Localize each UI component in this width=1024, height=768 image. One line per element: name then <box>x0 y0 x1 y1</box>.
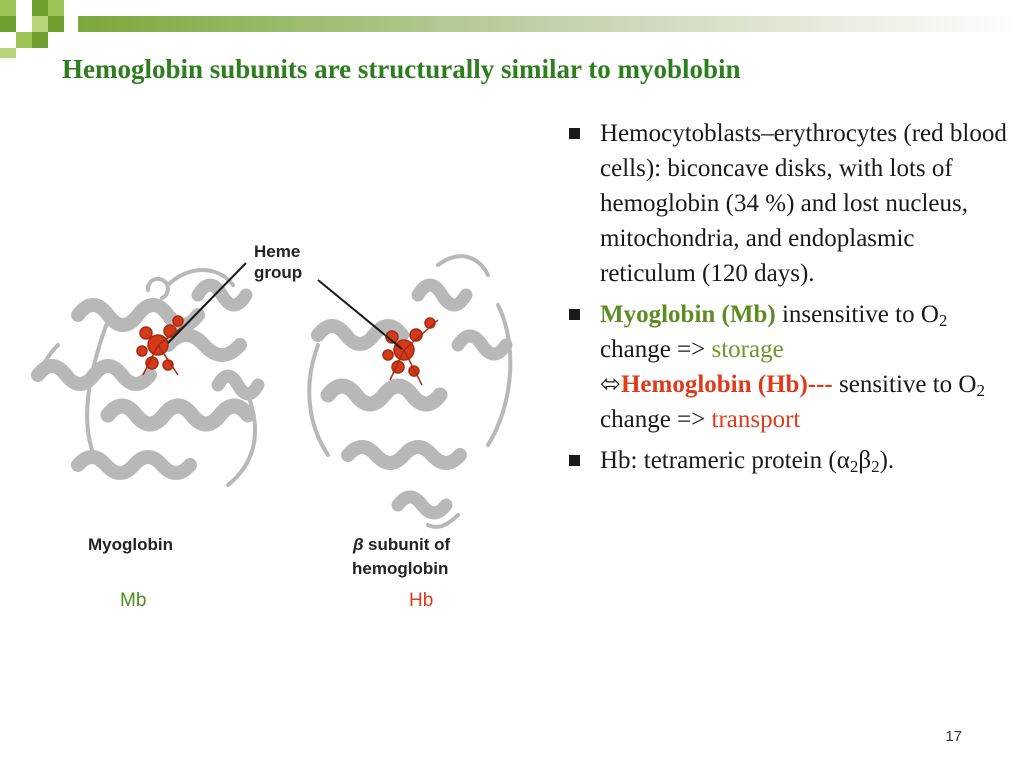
beta-subunit-label-line1: subunit of <box>368 535 450 554</box>
myoglobin-ribbon <box>31 268 265 487</box>
heme-group-hb <box>382 317 439 386</box>
deco-square <box>16 0 32 16</box>
deco-square <box>0 16 16 32</box>
slide-title: Hemoglobin subunits are structurally sim… <box>62 54 741 84</box>
subscript: 2 <box>938 311 948 330</box>
deco-square <box>48 16 64 32</box>
deco-square <box>32 32 48 48</box>
beta-symbol: β <box>352 535 364 554</box>
header-gradient-bar <box>78 16 1024 32</box>
transport-term: transport <box>711 406 801 433</box>
hb-tag: Hb <box>409 590 433 611</box>
mb-tag: Mb <box>120 590 146 611</box>
bullet-text: insensitive to O <box>775 301 939 328</box>
bullet-text: ). <box>879 447 895 474</box>
deco-square <box>32 0 48 16</box>
bullet-item-tetramer: Hb: tetrameric protein (α2β2). <box>566 443 1016 478</box>
heme-pointer-line-mb <box>167 262 247 344</box>
deco-square <box>16 32 32 48</box>
bullet-item-erythrocytes: Hemocytoblasts–erythrocytes (red blood c… <box>566 116 1016 291</box>
bullet-list: Hemocytoblasts–erythrocytes (red blood c… <box>566 116 1016 484</box>
bullet-text: sensitive to O <box>832 371 977 398</box>
beta-subunit-label-line2: hemoglobin <box>352 559 448 578</box>
protein-structure-figure: Heme group Myoglobin β subunit of hemogl… <box>31 242 513 611</box>
myoglobin-term: Myoglobin (Mb) <box>600 301 776 328</box>
heme-pointer-line-hb <box>317 279 403 350</box>
subscript: 2 <box>849 457 859 476</box>
hemoglobin-beta-ribbon <box>307 254 513 529</box>
page-number: 17 <box>945 728 962 745</box>
deco-square <box>48 0 64 16</box>
storage-term: storage <box>711 336 784 363</box>
double-arrow-icon: ⬄ <box>600 371 621 398</box>
bullet-item-myoglobin: Myoglobin (Mb) insensitive to O2 change … <box>566 297 1016 437</box>
heme-label-line1: Heme <box>254 242 300 261</box>
deco-square <box>32 16 48 32</box>
beta-symbol: β <box>858 447 872 474</box>
bullet-text: Hemocytoblasts–erythrocytes (red blood c… <box>600 120 1007 287</box>
bullet-text: change => <box>600 406 712 433</box>
bullet-text: change => <box>600 336 712 363</box>
deco-square <box>0 0 16 16</box>
subscript: 2 <box>976 381 986 400</box>
myoglobin-label: Myoglobin <box>88 535 173 554</box>
alpha-symbol: α <box>836 447 850 474</box>
bullet-text: Hb: tetrameric protein ( <box>600 447 837 474</box>
hemoglobin-term: Hemoglobin (Hb)--- <box>620 371 833 398</box>
corner-decoration <box>0 0 1024 58</box>
heme-group-mb <box>136 315 189 376</box>
heme-label-line2: group <box>254 263 302 282</box>
deco-square <box>0 48 16 58</box>
subscript: 2 <box>871 457 880 476</box>
